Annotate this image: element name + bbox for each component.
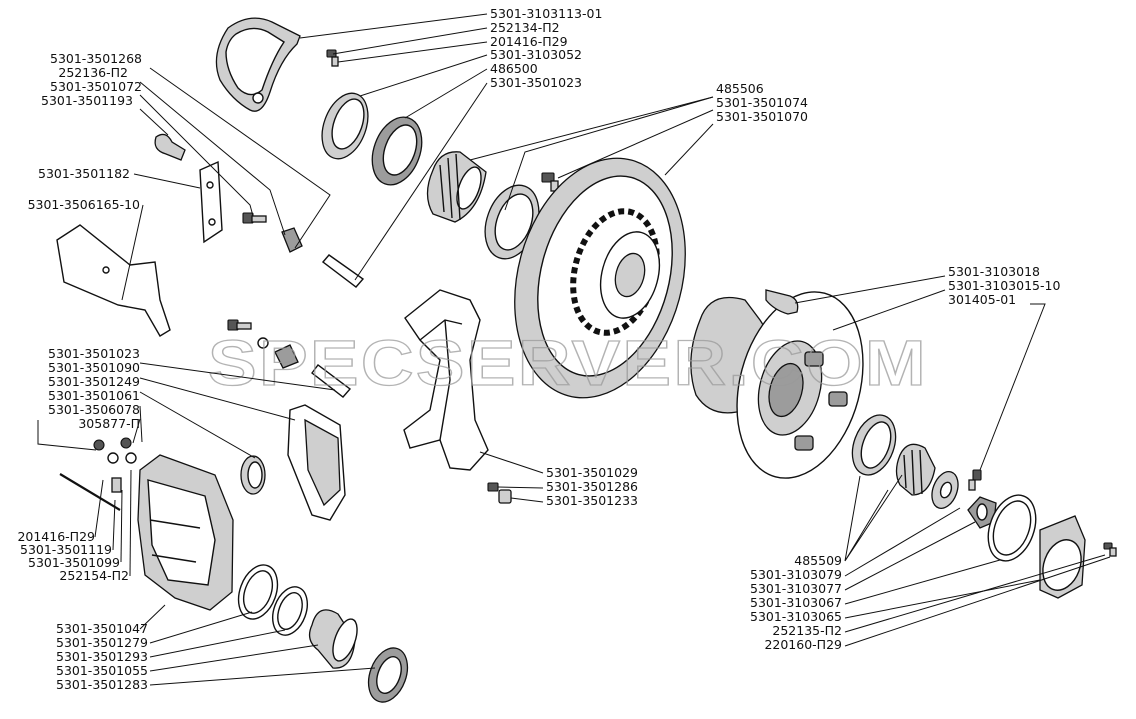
piston-dust-ring: [272, 586, 308, 636]
label-5301-3103015-10: 5301-3103015-10: [948, 278, 1060, 293]
part-labels: 5301-3103113-01 252134-П2 201416-П29 530…: [17, 6, 1060, 692]
label-5301-3103077: 5301-3103077: [750, 581, 842, 596]
hub-roller-bearing: [895, 443, 936, 496]
label-5301-3501249: 5301-3501249: [48, 374, 140, 389]
label-5301-3501072: 5301-3501072: [50, 79, 142, 94]
label-5301-3103067: 5301-3103067: [750, 595, 842, 610]
bearing-outer-cup: [321, 92, 369, 160]
caliper-bracket: [403, 289, 489, 471]
guide-pin-upper: [321, 254, 365, 288]
label-5301-3501193: 5301-3501193: [41, 93, 133, 108]
label-485506: 485506: [716, 81, 764, 96]
piston-seal-ring: [237, 564, 279, 620]
spring-clip-lower: [227, 319, 299, 369]
wheel-hub: [690, 291, 864, 479]
lock-bolt: [968, 469, 982, 491]
label-305877-p: 305877-П: [78, 416, 140, 431]
leader-lines: [37, 13, 1111, 686]
label-5301-3501233: 5301-3501233: [546, 493, 638, 508]
dust-shield: [215, 17, 301, 112]
label-5301-3501099: 5301-3501099: [28, 555, 120, 570]
label-5301-3501268: 5301-3501268: [50, 51, 142, 66]
label-5301-3501074: 5301-3501074: [716, 95, 808, 110]
label-220160-p29: 220160-П29: [764, 637, 842, 652]
mounting-bracket: [56, 224, 171, 337]
brake-disc: [514, 157, 686, 399]
label-252134-p2: 252134-П2: [490, 20, 560, 35]
wheel-stud: [765, 289, 799, 315]
caliper-rod: [59, 473, 121, 511]
tapered-roller-bearing: [426, 151, 487, 223]
bracket-nuts: [487, 482, 512, 504]
piston-boot: [367, 647, 409, 703]
label-5301-3103113-01: 5301-3103113-01: [490, 6, 602, 21]
cap-bolts: [1103, 542, 1117, 557]
label-5301-3506165-10: 5301-3506165-10: [28, 197, 140, 212]
label-5301-3501047: 5301-3501047: [56, 621, 148, 636]
caliper-piston: [308, 609, 358, 669]
hub-cap: [1039, 515, 1086, 599]
label-5301-3103052: 5301-3103052: [490, 47, 582, 62]
caliper-fittings: [93, 437, 137, 493]
disc-bolt: [541, 172, 559, 192]
label-5301-3501286: 5301-3501286: [546, 479, 638, 494]
label-5301-3506078: 5301-3506078: [48, 402, 140, 417]
label-486500: 486500: [490, 61, 538, 76]
label-5301-3103065: 5301-3103065: [750, 609, 842, 624]
label-5301-3501029: 5301-3501029: [546, 465, 638, 480]
brake-pads: [287, 404, 346, 521]
label-5301-3501055: 5301-3501055: [56, 663, 148, 678]
label-5301-3501061: 5301-3501061: [48, 388, 140, 403]
label-5301-3501182: 5301-3501182: [38, 166, 130, 181]
label-5301-3501023-mid: 5301-3501023: [48, 346, 140, 361]
label-301405-01: 301405-01: [948, 292, 1016, 307]
label-252136-p2: 252136-П2: [58, 65, 128, 80]
guide-pin-lower: [311, 364, 352, 398]
hub-bearing-cup: [851, 414, 897, 476]
hub-gasket: [987, 494, 1037, 562]
label-201416-p29-left: 201416-П29: [17, 529, 95, 544]
watermark-text: SPECSERVER.COM: [208, 327, 928, 399]
label-485509: 485509: [794, 553, 842, 568]
label-5301-3501070: 5301-3501070: [716, 109, 808, 124]
label-5301-3501283: 5301-3501283: [56, 677, 148, 692]
label-5301-3103079: 5301-3103079: [750, 567, 842, 582]
label-5301-3501293: 5301-3501293: [56, 649, 148, 664]
label-5301-3501023-top: 5301-3501023: [490, 75, 582, 90]
thrust-washer: [931, 471, 959, 509]
caliper-body: [137, 454, 234, 611]
dust-boot: [240, 455, 266, 495]
label-5301-3501279: 5301-3501279: [56, 635, 148, 650]
small-bolt: [326, 49, 339, 67]
bracket-plate: [199, 160, 223, 244]
bushing-bolt: [154, 133, 186, 161]
label-201416-p29-top: 201416-П29: [490, 34, 568, 49]
label-252135-p2: 252135-П2: [772, 623, 842, 638]
spring-clip-upper: [242, 212, 303, 253]
label-5301-3103018: 5301-3103018: [948, 264, 1040, 279]
label-5301-3501090: 5301-3501090: [48, 360, 140, 375]
label-252154-p2: 252154-П2: [59, 568, 129, 583]
label-5301-3501119: 5301-3501119: [20, 542, 112, 557]
oil-seal-ring: [371, 116, 423, 186]
